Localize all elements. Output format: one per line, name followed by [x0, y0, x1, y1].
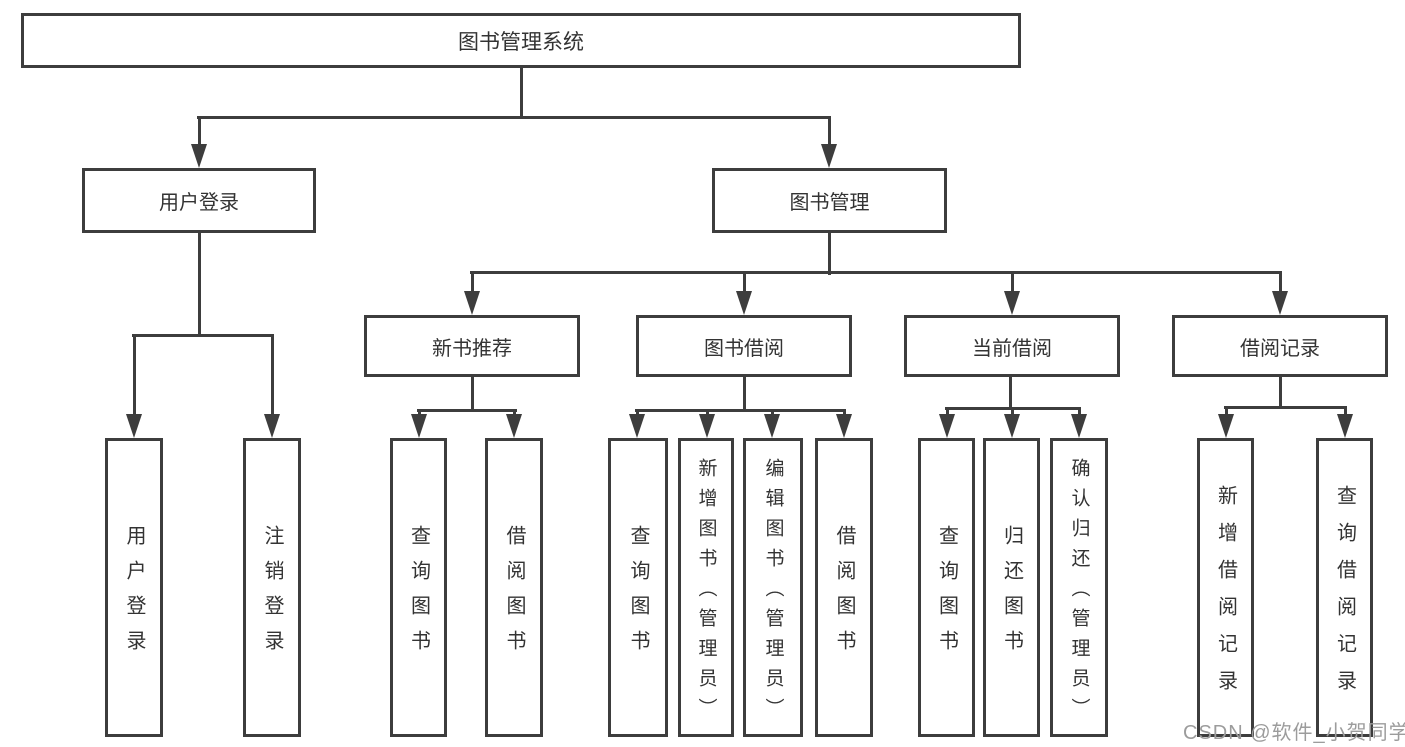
connector-book-management-bracket: [470, 271, 1282, 274]
arrowhead-leaf-add-book: [699, 414, 715, 438]
arrowhead-leaf-confirm-return: [1071, 414, 1087, 438]
arrowhead-leaf-query-book: [411, 414, 427, 438]
node-label: 借阅记录: [1240, 337, 1320, 360]
arrowhead-leaf-edit-book: [764, 414, 780, 438]
node-new-book-recommend: 新书推荐: [364, 315, 580, 377]
arrowhead-leaf-add-borrow-record: [1218, 414, 1234, 438]
leaf-edit-book-admin: 编辑图书（管理员）: [743, 438, 803, 737]
leaf-return-book: 归还图书: [983, 438, 1040, 737]
connector-drop: [1011, 407, 1014, 417]
arrowhead-current-borrowing: [1004, 291, 1020, 315]
connector-drop: [513, 409, 516, 417]
arrowhead-leaf-logout: [264, 414, 280, 438]
leaf-add-book-admin: 新增图书（管理员）: [678, 438, 734, 737]
connector-drop: [636, 409, 639, 417]
arrowhead-leaf-borrow-book: [506, 414, 522, 438]
connector-root-stub: [520, 68, 523, 118]
arrowhead-book-management: [821, 144, 837, 168]
arrowhead-user-login: [191, 144, 207, 168]
arrowhead-leaf-return-book: [1004, 414, 1020, 438]
leaf-label: 用户登录: [123, 525, 145, 665]
arrowhead-leaf-user-login: [126, 414, 142, 438]
arrowhead-borrowing-records: [1272, 291, 1288, 315]
connector-drop: [771, 409, 774, 417]
connector-drop: [1344, 406, 1347, 417]
leaf-query-book-recommend: 查询图书: [390, 438, 447, 737]
leaf-label: 查询图书: [407, 525, 430, 665]
connector-user-login-bracket: [132, 334, 274, 337]
connector-root-left-drop: [198, 116, 201, 146]
connector-bracket: [1224, 406, 1347, 409]
node-label: 新书推荐: [432, 337, 512, 360]
connector-root-right-drop: [828, 116, 831, 146]
connector-stub: [743, 377, 746, 412]
leaf-borrow-book-borrowing: 借阅图书: [815, 438, 873, 737]
connector-drop: [133, 334, 136, 416]
leaf-query-borrow-record: 查询借阅记录: [1316, 438, 1373, 737]
connector-drop: [1225, 406, 1228, 417]
leaf-query-book-borrowing: 查询图书: [608, 438, 668, 737]
connector-drop: [1279, 271, 1282, 293]
leaf-logout: 注销登录: [243, 438, 301, 737]
connector-stub: [1009, 377, 1012, 410]
connector-drop: [418, 409, 421, 417]
connector-drop: [743, 271, 746, 293]
connector-drop: [1011, 271, 1014, 293]
leaf-user-login: 用户登录: [105, 438, 163, 737]
arrowhead-book-borrowing: [736, 291, 752, 315]
connector-drop: [471, 271, 474, 293]
node-library-management-system: 图书管理系统: [21, 13, 1021, 68]
leaf-label: 归还图书: [1000, 525, 1023, 665]
node-borrowing-records: 借阅记录: [1172, 315, 1388, 377]
connector-drop: [843, 409, 846, 417]
leaf-query-book-current: 查询图书: [918, 438, 975, 737]
watermark: CSDN @软件_小贺同学: [1183, 722, 1405, 744]
leaf-label: 查询图书: [935, 525, 958, 665]
connector-bracket: [635, 409, 846, 412]
leaf-label: 确认归还（管理员）: [1068, 458, 1090, 728]
connector-book-management-stub: [828, 233, 831, 275]
leaf-add-borrow-record: 新增借阅记录: [1197, 438, 1254, 737]
arrowhead-leaf-query-book: [939, 414, 955, 438]
leaf-label: 借阅图书: [833, 525, 855, 665]
connector-drop: [706, 409, 709, 417]
node-book-management: 图书管理: [712, 168, 947, 233]
node-label: 图书借阅: [704, 337, 784, 360]
node-book-borrowing: 图书借阅: [636, 315, 852, 377]
arrowhead-new-book-recommend: [464, 291, 480, 315]
arrowhead-leaf-query-book: [629, 414, 645, 438]
connector-drop: [271, 334, 274, 416]
leaf-label: 查询图书: [627, 525, 649, 665]
leaf-borrow-book-recommend: 借阅图书: [485, 438, 543, 737]
connector-drop: [1078, 407, 1081, 417]
connector-stub: [1279, 377, 1282, 408]
leaf-label: 借阅图书: [503, 525, 525, 665]
connector-root-bracket: [197, 116, 831, 119]
node-label: 用户登录: [159, 192, 239, 214]
connector-user-login-stub: [198, 233, 201, 336]
node-user-login: 用户登录: [82, 168, 316, 233]
node-label: 图书管理: [789, 192, 870, 214]
node-label: 图书管理系统: [458, 30, 584, 54]
connector-bracket: [417, 409, 517, 412]
leaf-label: 新增借阅记录: [1214, 485, 1237, 707]
leaf-label: 新增图书（管理员）: [695, 458, 717, 728]
arrowhead-leaf-query-borrow-record: [1337, 414, 1353, 438]
connector-drop: [946, 407, 949, 417]
leaf-confirm-return-admin: 确认归还（管理员）: [1050, 438, 1108, 737]
leaf-label: 编辑图书（管理员）: [762, 458, 784, 728]
connector-stub: [471, 377, 474, 412]
arrowhead-leaf-borrow-book: [836, 414, 852, 438]
node-current-borrowing: 当前借阅: [904, 315, 1120, 377]
leaf-label: 注销登录: [261, 525, 283, 665]
leaf-label: 查询借阅记录: [1333, 485, 1356, 707]
node-label: 当前借阅: [972, 337, 1052, 360]
